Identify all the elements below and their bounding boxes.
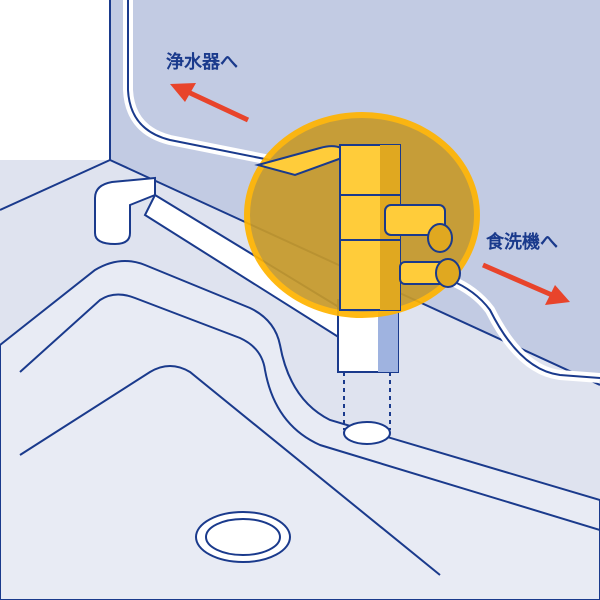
arrow-to-purifier	[186, 89, 250, 123]
faucet-hole	[343, 421, 391, 445]
valve-handle	[384, 204, 446, 236]
faucet-base-block	[94, 176, 156, 246]
drain-inner	[205, 518, 281, 556]
sink-basin-line	[19, 365, 441, 576]
arrow-to-dishwasher	[482, 262, 553, 298]
label-dishwasher: 食洗機へ	[486, 232, 558, 253]
sink-inner-rim	[19, 293, 600, 531]
drain-outer	[195, 511, 291, 563]
counter-back-edge	[0, 159, 111, 211]
label-water-purifier: 浄水器へ	[166, 52, 238, 73]
sink-outer-rim	[0, 260, 600, 600]
